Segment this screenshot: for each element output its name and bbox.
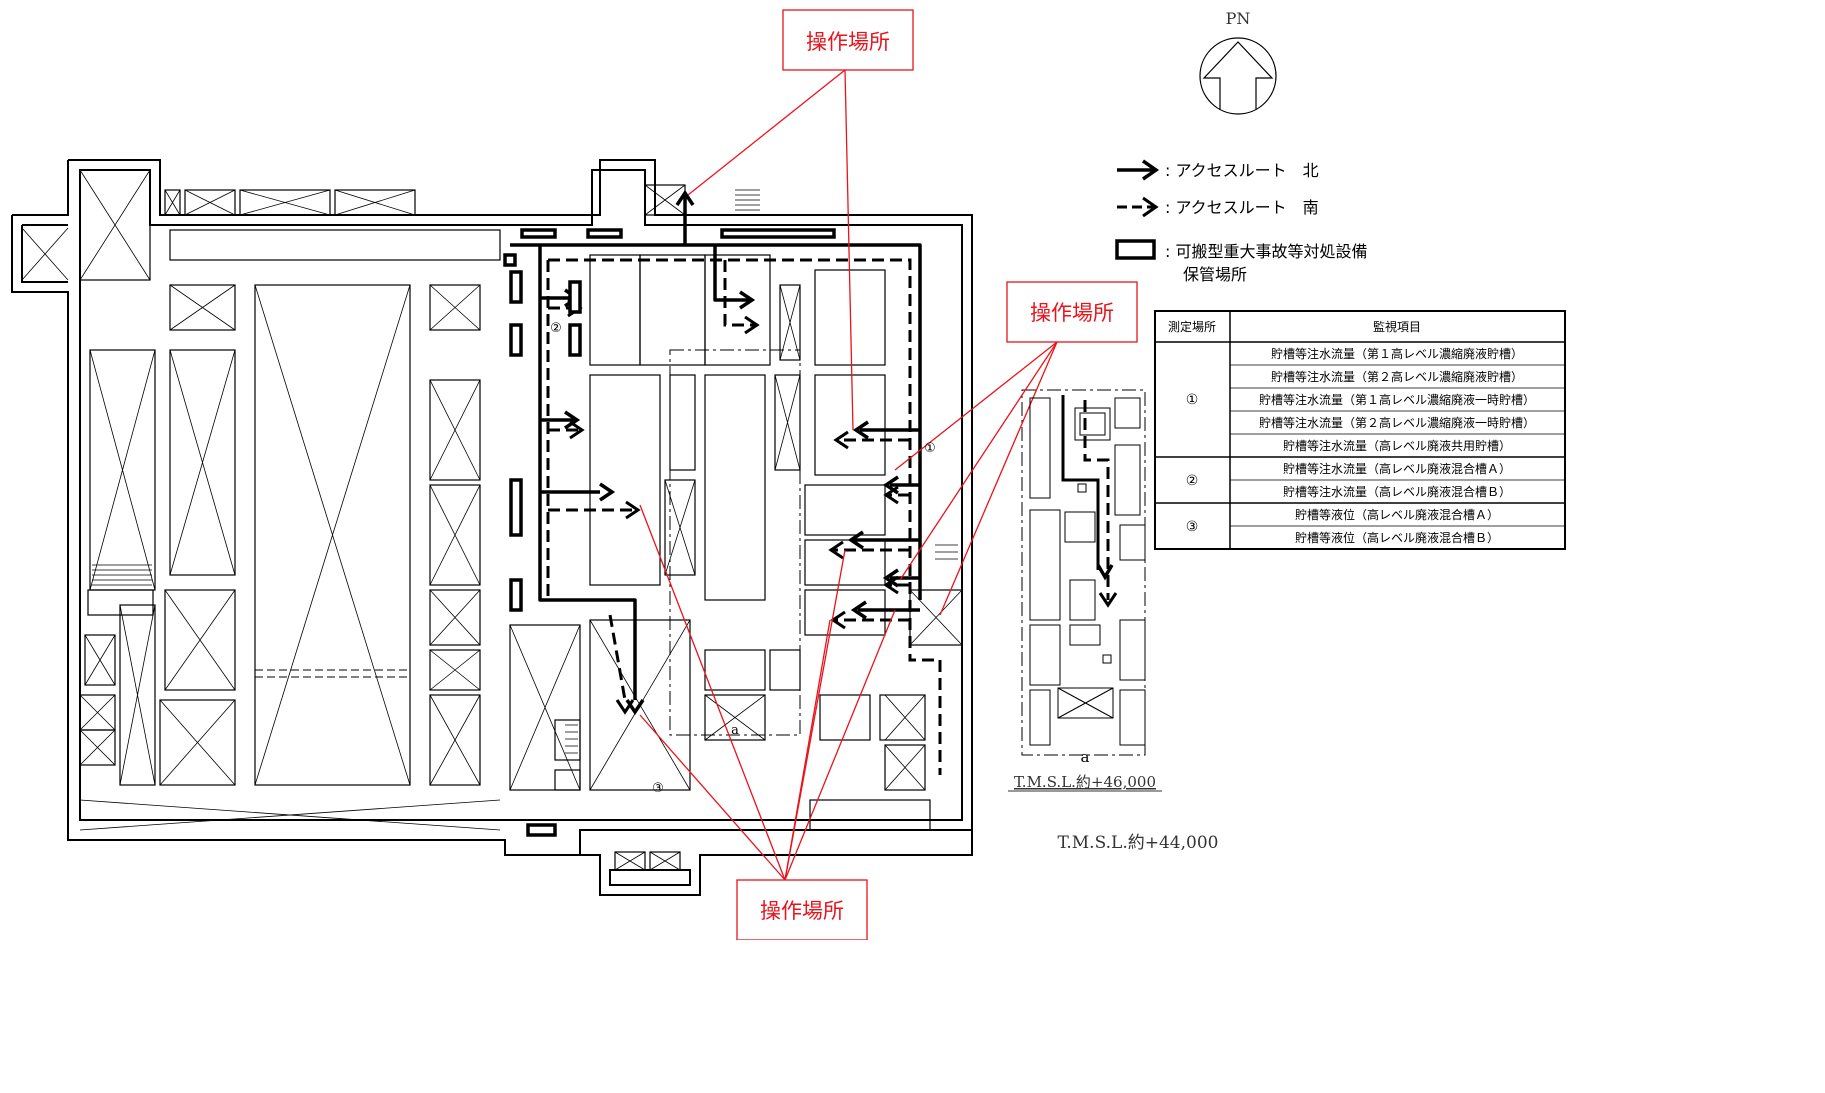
floor-plan-diagram: PN : アクセスルート 北 : アクセスルート 南 : 可搬型重大事故等対処設… — [11, 9, 1566, 940]
marker-3: ③ — [652, 781, 664, 796]
callout-bottom-label: 操作場所 — [760, 899, 844, 923]
section-line — [669, 349, 1146, 756]
legend-storage-label-1: : 可搬型重大事故等対処設備 — [1165, 242, 1367, 261]
section-route-north — [1061, 395, 1100, 570]
south-arrowheads — [567, 298, 1118, 715]
callout-top-label: 操作場所 — [806, 30, 890, 54]
section-detail — [1029, 397, 1146, 746]
access-route-south — [546, 258, 1110, 775]
legend: : アクセスルート 北 : アクセスルート 南 : 可搬型重大事故等対処設備 保… — [1115, 159, 1367, 284]
section-mark-detail: a — [1081, 748, 1090, 766]
callout-right-label: 操作場所 — [1030, 301, 1114, 325]
dashed-line — [255, 669, 410, 678]
section-mark-main: a — [731, 723, 739, 738]
compass-label: PN — [1226, 9, 1251, 28]
table-item: 貯槽等注水流量（第１高レベル濃縮廃液貯槽） — [1271, 346, 1523, 361]
table-item: 貯槽等注水流量（高レベル廃液混合槽Ａ） — [1283, 461, 1511, 476]
table-location-3: ③ — [1186, 519, 1199, 535]
hatch-marks — [21, 169, 963, 871]
callout-bottom: 操作場所 — [736, 879, 868, 940]
callout-top: 操作場所 — [782, 9, 914, 71]
monitoring-table: 測定場所 監視項目 ① ② ③ 貯槽等注水流量（第１高レベル濃縮廃液貯槽） 貯槽… — [1154, 310, 1566, 550]
table-item: 貯槽等注水流量（高レベル廃液共用貯槽） — [1283, 438, 1511, 453]
legend-storage-symbol — [1115, 239, 1156, 260]
table-item: 貯槽等注水流量（第２高レベル濃縮廃液貯槽） — [1271, 369, 1523, 384]
legend-south-label: : アクセスルート 南 — [1165, 198, 1319, 217]
legend-north-symbol — [1117, 159, 1160, 181]
interior-walls — [79, 169, 963, 871]
marker-1: ① — [924, 441, 936, 456]
table-item: 貯槽等注水流量（高レベル廃液混合槽Ｂ） — [1283, 484, 1511, 499]
access-route-north — [510, 195, 922, 700]
north-arrow-icon — [1199, 37, 1277, 115]
legend-north-label: : アクセスルート 北 — [1165, 161, 1319, 180]
elevation-section: T.M.S.L.約+46,000 — [1014, 773, 1156, 791]
table-header-location: 測定場所 — [1168, 319, 1216, 334]
marker-2: ② — [550, 321, 562, 336]
table-item: 貯槽等注水流量（第１高レベル濃縮廃液一時貯槽） — [1259, 392, 1535, 407]
callout-leaders — [639, 69, 1058, 881]
table-item: 貯槽等液位（高レベル廃液混合槽Ｂ） — [1295, 530, 1499, 545]
table-location-2: ② — [1186, 473, 1199, 489]
stairs — [92, 189, 958, 754]
elevation-main: T.M.S.L.約+44,000 — [1058, 833, 1219, 853]
legend-south-symbol — [1117, 196, 1159, 218]
legend-storage-label-2: 保管場所 — [1183, 265, 1247, 284]
table-item: 貯槽等注水流量（第２高レベル濃縮廃液一時貯槽） — [1259, 415, 1535, 430]
callout-right: 操作場所 — [1006, 281, 1138, 343]
table-header-item: 監視項目 — [1373, 319, 1421, 334]
storage-locations — [503, 228, 836, 837]
table-item: 貯槽等液位（高レベル廃液混合槽Ａ） — [1295, 507, 1499, 522]
table-location-1: ① — [1186, 392, 1199, 408]
